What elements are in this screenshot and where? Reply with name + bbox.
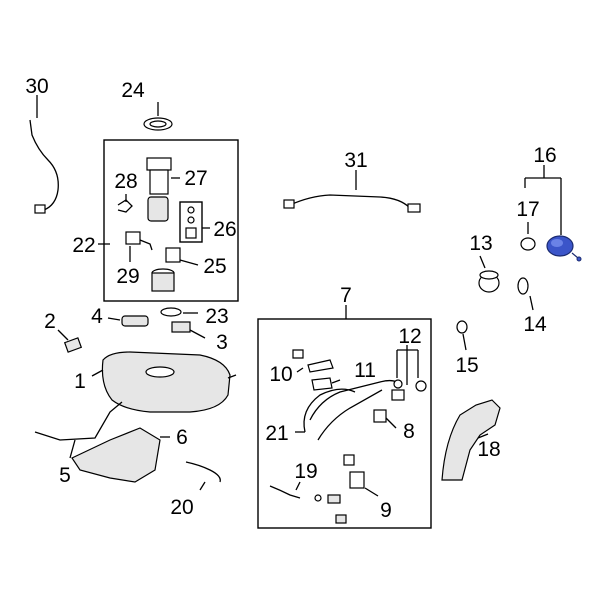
callout-2: 2 bbox=[44, 310, 56, 333]
part-24-lock-ring[interactable] bbox=[143, 102, 173, 131]
callout-17: 17 bbox=[516, 198, 539, 221]
part-2-clip[interactable] bbox=[57, 329, 83, 353]
part-26-filter-set[interactable] bbox=[179, 201, 210, 243]
filler-pipe-group-box bbox=[257, 318, 432, 529]
callout-24: 24 bbox=[121, 79, 145, 102]
callout-26: 26 bbox=[213, 218, 236, 241]
callout-31: 31 bbox=[344, 149, 367, 172]
callout-5: 5 bbox=[59, 464, 71, 487]
callout-8: 8 bbox=[403, 420, 415, 443]
part-22-pump-body[interactable] bbox=[98, 243, 175, 292]
part-18-filler-box[interactable] bbox=[441, 399, 501, 481]
part-14-oring[interactable] bbox=[517, 277, 534, 311]
callout-19: 19 bbox=[294, 460, 317, 483]
part-16-fuel-cap[interactable] bbox=[546, 235, 582, 262]
callout-29: 29 bbox=[116, 265, 139, 288]
callout-21: 21 bbox=[265, 422, 288, 445]
part-10-leader bbox=[296, 367, 304, 373]
callout-22: 22 bbox=[72, 234, 95, 257]
callout-15: 15 bbox=[455, 354, 478, 377]
part-17-gasket[interactable] bbox=[520, 222, 536, 251]
callout-30: 30 bbox=[25, 75, 48, 98]
callout-3: 3 bbox=[216, 331, 228, 354]
part-5-tank-strap[interactable] bbox=[34, 401, 123, 459]
callout-27: 27 bbox=[184, 167, 207, 190]
part-4-pad[interactable] bbox=[107, 315, 149, 327]
part-21-breather-tube[interactable] bbox=[295, 388, 356, 433]
part-6-heat-shield[interactable] bbox=[71, 427, 170, 483]
callout-1: 1 bbox=[74, 370, 86, 393]
callout-16: 16 bbox=[533, 144, 556, 167]
callout-12: 12 bbox=[398, 325, 421, 348]
part-13-inlet-cap[interactable] bbox=[478, 255, 500, 293]
part-7-filler-pipe[interactable] bbox=[292, 349, 427, 441]
part-31-fuel-tube[interactable] bbox=[283, 170, 421, 213]
part-30-sensor-harness[interactable] bbox=[29, 95, 59, 214]
part-28-wire[interactable] bbox=[117, 194, 133, 213]
part-20-hose[interactable] bbox=[185, 461, 221, 491]
fuel-pump-group-box bbox=[103, 139, 239, 302]
part-25-regulator[interactable] bbox=[165, 247, 199, 266]
callout-11: 11 bbox=[354, 359, 376, 382]
part-9-valve[interactable] bbox=[327, 454, 379, 524]
callout-25: 25 bbox=[203, 255, 226, 278]
callout-4: 4 bbox=[91, 305, 103, 328]
callout-18: 18 bbox=[477, 438, 500, 461]
part-23-gasket[interactable] bbox=[160, 307, 198, 317]
part-11-leader bbox=[331, 379, 341, 384]
callout-9: 9 bbox=[380, 499, 392, 522]
callout-7: 7 bbox=[340, 284, 352, 307]
callout-6: 6 bbox=[176, 426, 188, 449]
part-1-fuel-tank[interactable] bbox=[91, 351, 237, 413]
callout-13: 13 bbox=[469, 232, 492, 255]
callout-28: 28 bbox=[114, 170, 137, 193]
part-19-filler-hose[interactable] bbox=[269, 481, 322, 502]
part-12-leader bbox=[396, 345, 419, 385]
callout-23: 23 bbox=[205, 305, 228, 328]
callout-10: 10 bbox=[269, 363, 292, 386]
callout-14: 14 bbox=[523, 313, 547, 336]
part-15-seal[interactable] bbox=[456, 320, 468, 351]
part-27-pump-module[interactable] bbox=[146, 157, 180, 222]
callout-20: 20 bbox=[170, 496, 193, 519]
part-29-connector[interactable] bbox=[125, 231, 153, 262]
part-16-leader bbox=[524, 165, 562, 235]
part-3-bracket[interactable] bbox=[171, 321, 206, 339]
